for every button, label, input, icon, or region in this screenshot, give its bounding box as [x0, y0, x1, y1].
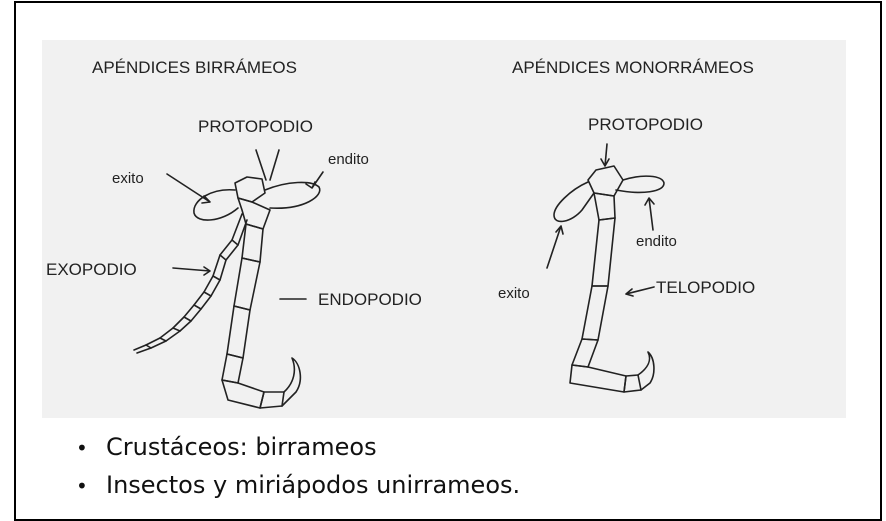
label-exito-right: exito — [498, 285, 530, 302]
bullet-item-insectos: • Insectos y miriápodos unirrameos. — [76, 466, 520, 504]
title-monorrameos: APÉNDICES MONORRÁMEOS — [512, 58, 754, 77]
label-protopodio-right: PROTOPODIO — [588, 115, 703, 134]
label-endito-left: endito — [328, 151, 369, 168]
label-endito-right: endito — [636, 233, 677, 250]
bullet-text: Insectos y miriápodos unirrameos. — [106, 471, 521, 499]
label-telopodio: TELOPODIO — [656, 278, 755, 297]
bullet-list: • Crustáceos: birrameos • Insectos y miriá… — [76, 428, 520, 504]
bullet-text: Crustáceos: birrameos — [106, 433, 377, 461]
uniramous-appendage-drawing — [546, 143, 665, 393]
bullet-item-crustaceos: • Crustáceos: birrameos — [76, 428, 520, 466]
label-endopodio: ENDOPODIO — [318, 290, 422, 309]
label-exito-left: exito — [112, 170, 144, 187]
bullet-marker: • — [76, 474, 88, 498]
label-exopodio: EXOPODIO — [46, 260, 137, 279]
appendage-diagram: APÉNDICES BIRRÁMEOS APÉNDICES MONORRÁMEO… — [42, 40, 846, 418]
diagram-canvas: APÉNDICES BIRRÁMEOS APÉNDICES MONORRÁMEO… — [46, 58, 755, 409]
bullet-marker: • — [76, 436, 88, 460]
title-birrameos: APÉNDICES BIRRÁMEOS — [92, 58, 297, 77]
label-protopodio-left: PROTOPODIO — [198, 117, 313, 136]
biramous-appendage-drawing — [133, 149, 324, 409]
